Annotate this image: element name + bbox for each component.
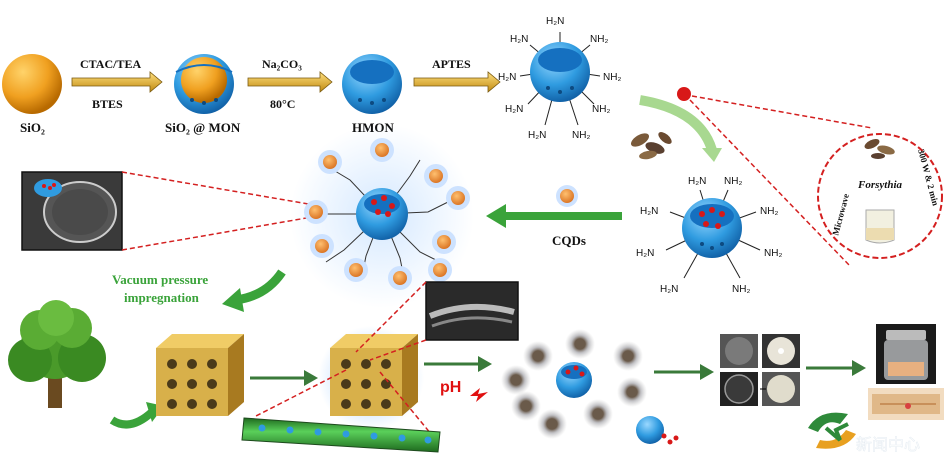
- label-temp: 80°C: [270, 97, 295, 111]
- arrow-tree-to-wood: [109, 408, 155, 429]
- curved-arrow-vacuum-head: [222, 288, 244, 312]
- sem-leader-bottom: [121, 215, 319, 251]
- amine-label: NH₂: [724, 176, 742, 187]
- sem-image-left: [21, 171, 123, 251]
- amine-label: H₂N: [546, 16, 564, 27]
- wood-sample-photo: [868, 388, 944, 420]
- arrow-cqds: [486, 204, 622, 228]
- cqd-hmon-conjugate: [290, 124, 474, 308]
- arrow-to-petri-head: [700, 364, 714, 380]
- label-forsythia: Forsythia: [857, 179, 903, 191]
- amine-label: NH₂: [590, 34, 608, 45]
- amine-label: H₂N: [640, 206, 658, 217]
- curved-arrow-vacuum: [235, 269, 286, 305]
- inset-leader-top: [691, 95, 873, 129]
- sem-center-leader-1: [355, 281, 427, 353]
- label-sio2: SiO₂: [20, 120, 45, 135]
- forsythia-inset: [817, 133, 943, 259]
- released-cqds: [501, 329, 679, 445]
- jar-photo: [876, 324, 936, 384]
- label-na2co3: Na₂CO₃: [262, 57, 302, 71]
- arrow-step3: [413, 71, 501, 93]
- fiber-leader-2: [379, 371, 437, 441]
- label-btes: BTES: [92, 97, 123, 111]
- label-ctac: CTAC/TEA: [80, 57, 141, 71]
- cqd-red-dot: [677, 87, 691, 101]
- label-cqds: CQDs: [552, 233, 586, 248]
- wood-block-impregnated: [318, 326, 424, 430]
- amine-label: NH₂: [592, 104, 610, 115]
- watermark-text: 新闻中心: [856, 435, 920, 454]
- arrow-step2: [247, 71, 333, 93]
- label-ph: pH: [440, 379, 461, 396]
- sem-image-center: [425, 281, 519, 341]
- label-sio2-mon: SiO₂ @ MON: [165, 120, 241, 135]
- arrow-wood1-wood2-head: [304, 370, 318, 386]
- sio2-mon-particle: [174, 54, 234, 114]
- amine-label: H₂N: [505, 104, 523, 115]
- sem-leader-top: [121, 171, 321, 207]
- amine-label: H₂N: [528, 130, 546, 141]
- arrow-ph-head: [478, 356, 492, 372]
- amine-hmon-loaded: [665, 189, 761, 279]
- label-vacuum-1: Vacuum pressure: [112, 272, 208, 287]
- amine-label: NH₂: [572, 130, 590, 141]
- lightning-icon: [470, 388, 488, 402]
- petri-dish-grid: [720, 334, 800, 406]
- tree-illustration: [8, 300, 106, 408]
- amine-label: H₂N: [688, 176, 706, 187]
- sem-center-leader-2: [369, 339, 427, 361]
- amine-label: NH₂: [764, 248, 782, 259]
- label-aptes: APTES: [432, 57, 471, 71]
- wood-block-plain: [156, 334, 244, 416]
- amine-label: H₂N: [660, 284, 678, 295]
- watermark-logo: [808, 412, 856, 449]
- inset-leader-bottom: [689, 99, 851, 267]
- arrow-step1: [71, 71, 163, 93]
- amine-label: H₂N: [498, 72, 516, 83]
- curved-arrow-down: [639, 95, 717, 152]
- label-vacuum-2: impregnation: [124, 290, 200, 305]
- amine-label: H₂N: [510, 34, 528, 45]
- amine-label: NH₂: [732, 284, 750, 295]
- hmon-particle: [342, 54, 402, 114]
- amine-label: H₂N: [636, 248, 654, 259]
- fiber-leader-1: [255, 369, 347, 417]
- curved-arrow-head: [702, 148, 722, 162]
- cqd-icon: [560, 189, 574, 203]
- amine-label: NH₂: [603, 72, 621, 83]
- arrow-to-jar-head: [852, 360, 866, 376]
- amine-label: NH₂: [760, 206, 778, 217]
- sio2-sphere: [2, 54, 62, 114]
- forsythia-seeds-icon: [630, 132, 672, 160]
- amine-hmon-top: [519, 32, 601, 126]
- wood-fiber-tube: [241, 417, 441, 453]
